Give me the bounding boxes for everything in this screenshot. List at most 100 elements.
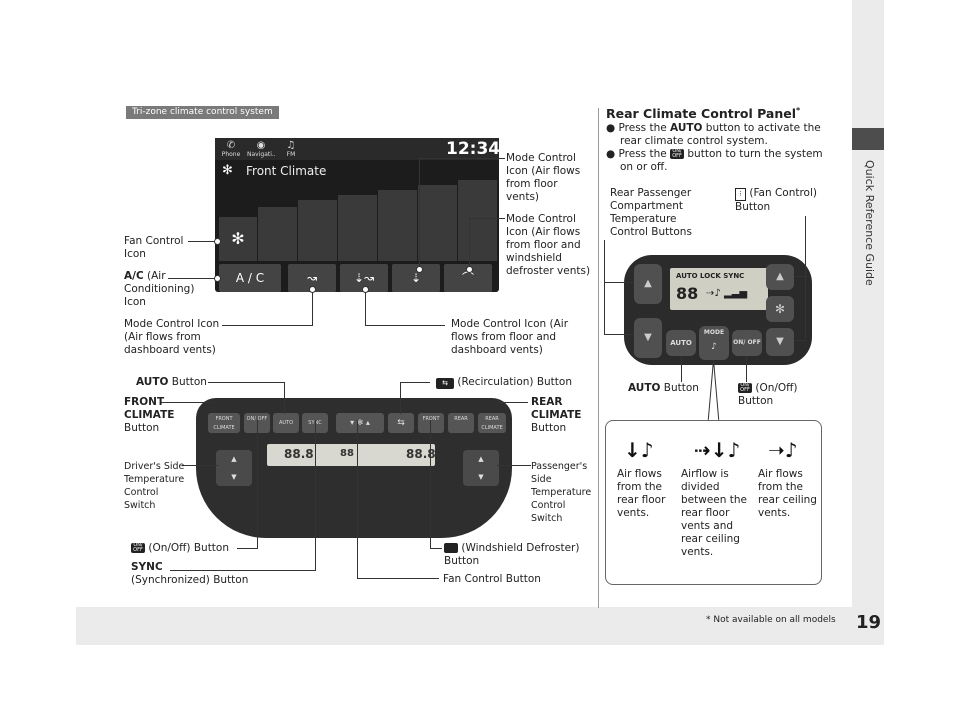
- rear-climate-button[interactable]: REAR CLIMATE: [478, 413, 506, 433]
- airflow-floor-icon: ⇣: [410, 271, 422, 285]
- rear-fan-down-button[interactable]: ▼: [766, 328, 794, 356]
- lcd-driver-temp: 88.8: [284, 447, 314, 461]
- leader-line: [365, 325, 445, 326]
- leader-line: [604, 334, 634, 335]
- fan-level-bar[interactable]: [378, 190, 418, 261]
- recirculation-icon: ⇆: [436, 378, 454, 389]
- front-lcd-display: [267, 444, 435, 466]
- fan-level-bar[interactable]: [458, 180, 498, 261]
- leader-line: [430, 420, 431, 549]
- fan-icon: ✻: [222, 163, 233, 178]
- fan-control-icon[interactable]: ✻: [219, 217, 258, 261]
- airflow-floor-icon: ↓♪: [624, 438, 654, 462]
- rear-defroster-button[interactable]: REAR: [448, 413, 474, 433]
- rear-lcd-display: [670, 268, 768, 310]
- footnote: * Not available on all models: [706, 615, 836, 625]
- leader-line: [746, 356, 747, 382]
- onoff-icon: ON/OFF: [738, 383, 752, 393]
- leader-dot: [214, 238, 221, 245]
- airflow-icon: ♪: [711, 342, 717, 352]
- callout-windshield-defroster: ⌒ (Windshield Defroster) Button: [444, 542, 580, 567]
- leader-dot: [214, 275, 221, 282]
- fan-icon: ✻: [766, 296, 794, 322]
- front-climate-button[interactable]: FRONT CLIMATE: [208, 413, 240, 433]
- side-tab: [852, 0, 884, 607]
- leader-line: [312, 290, 313, 326]
- page-number: 19: [856, 612, 882, 633]
- bullet-onoff: ● Press the ON/OFF button to turn the sy…: [606, 148, 823, 173]
- screen-title: Front Climate: [246, 164, 327, 178]
- rear-panel-title: Rear Climate Control Panel*: [606, 106, 801, 122]
- callout-front-climate: FRONT CLIMATE Button: [124, 396, 175, 434]
- callout-rear-auto: AUTO Button: [628, 382, 699, 394]
- fan-control-icon: ⁝: [735, 188, 746, 201]
- rear-auto-button[interactable]: AUTO: [666, 330, 696, 356]
- driver-temp-switch[interactable]: ▲▼: [216, 450, 252, 486]
- rear-mode-button[interactable]: MODE♪: [699, 326, 729, 360]
- leader-line: [604, 282, 634, 283]
- leader-line: [400, 382, 401, 414]
- leader-line: [160, 402, 212, 403]
- tri-zone-tag: Tri-zone climate control system: [126, 106, 279, 119]
- callout-ac-icon: A/C (Air Conditioning)Icon: [124, 270, 195, 308]
- screen-clock: 12:34: [446, 139, 501, 159]
- leader-line: [284, 382, 285, 414]
- ac-button[interactable]: A / C: [219, 264, 281, 292]
- touchscreen-topbar: [215, 138, 499, 160]
- leader-line: [430, 548, 442, 549]
- callout-fan-button: Fan Control Button: [443, 573, 541, 585]
- recirculation-icon: ⇆: [397, 418, 405, 428]
- auto-button[interactable]: AUTO: [273, 413, 299, 433]
- front-defroster-button[interactable]: FRONT: [418, 413, 444, 433]
- airflow-floor-dash-icon: ⇣↝: [353, 271, 375, 285]
- fan-level-bar[interactable]: [298, 200, 338, 261]
- leader-dot: [416, 266, 423, 273]
- leader-line: [237, 548, 257, 549]
- fan-level-bar[interactable]: [338, 195, 378, 261]
- passenger-temp-switch[interactable]: ▲▼: [463, 450, 499, 486]
- radio-icon[interactable]: ♫FM: [286, 140, 296, 158]
- defroster-icon: ⌒: [461, 271, 474, 285]
- rear-fan-up-button[interactable]: ▲: [766, 264, 794, 290]
- leader-line: [365, 290, 366, 326]
- fan-level-bar[interactable]: [258, 207, 298, 261]
- callout-sync-button: SYNC (Synchronized) Button: [131, 561, 249, 586]
- rear-lcd-digits: 88: [676, 284, 699, 303]
- fan-level-bar[interactable]: [418, 185, 458, 261]
- leader-dot: [466, 266, 473, 273]
- leader-line: [419, 158, 420, 270]
- phone-icon[interactable]: ✆Phone: [221, 140, 241, 158]
- leader-line: [794, 340, 806, 341]
- leader-line: [182, 465, 218, 466]
- rear-temp-down-button[interactable]: ▼: [634, 318, 662, 358]
- leader-line: [469, 218, 470, 270]
- navigation-icon[interactable]: ◉Navigati..: [247, 140, 276, 158]
- rear-temp-up-button[interactable]: ▲: [634, 264, 662, 304]
- rear-onoff-button[interactable]: ON/ OFF: [732, 330, 762, 356]
- airflow-ceiling-icon: ➝♪: [768, 438, 798, 462]
- airflow-floor-ceiling-icon: ⇢↓♪: [694, 438, 741, 462]
- side-tab-marker: [852, 128, 884, 150]
- leader-line: [357, 420, 358, 579]
- leader-dot: [362, 286, 369, 293]
- leader-line: [168, 278, 218, 279]
- leader-line: [188, 241, 218, 242]
- footer-band: [76, 607, 884, 645]
- fan-control-button[interactable]: ▾ ✻ ▴: [336, 413, 384, 433]
- side-label: Quick Reference Guide: [863, 160, 876, 286]
- leader-line: [469, 218, 505, 219]
- airflow-dash-icon: ↝: [306, 271, 318, 285]
- leader-line: [208, 382, 284, 383]
- leader-line: [315, 420, 316, 571]
- lcd-fan-level: 88: [340, 448, 354, 459]
- recirculation-button[interactable]: ⇆: [388, 413, 414, 433]
- leader-line: [400, 382, 430, 383]
- lcd-passenger-temp: 88.8: [406, 447, 436, 461]
